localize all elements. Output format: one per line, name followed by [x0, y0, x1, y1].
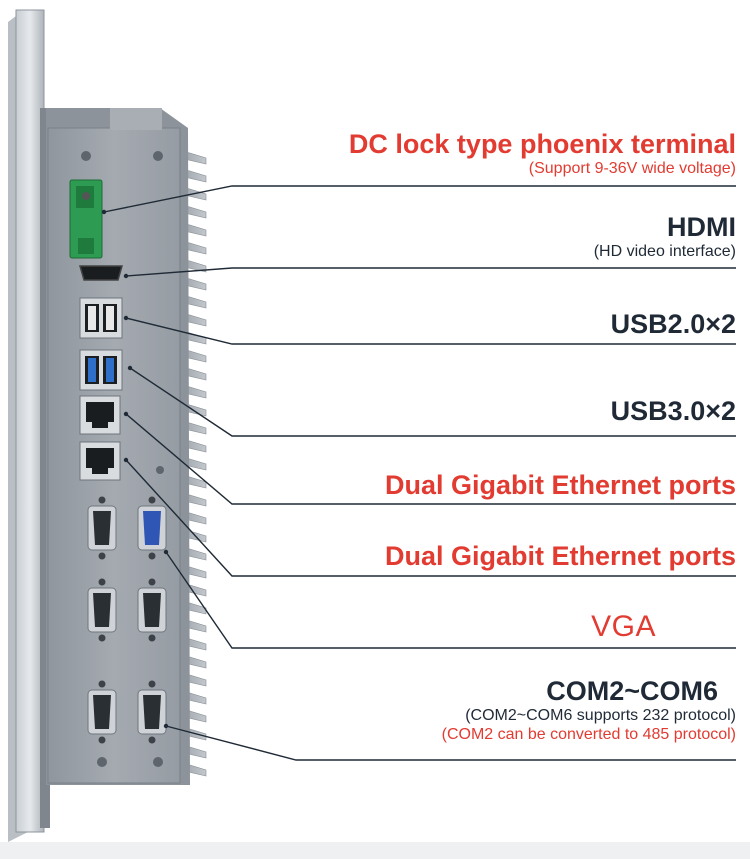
com-subtitle-1: (COM2~COM6 supports 232 protocol) [465, 707, 736, 724]
leader-line-4 [129, 367, 736, 437]
leader-dot [127, 365, 133, 371]
leader-dot [123, 273, 129, 279]
leader-dot [123, 315, 129, 321]
leader-line-1 [103, 185, 736, 213]
label-ethernet-2: Dual Gigabit Ethernet ports [385, 543, 736, 570]
com-title: COM2~COM6 [546, 676, 718, 706]
phoenix-terminal-connector [69, 179, 103, 259]
usb2-title: USB2.0×2 [610, 309, 736, 339]
leader-line-8 [165, 725, 736, 761]
usb2-ports [79, 297, 123, 339]
leader-line-7 [165, 551, 736, 649]
com-port-mid-left [87, 578, 117, 642]
usb3-ports [79, 349, 123, 391]
com-port-bottom-left [87, 680, 117, 744]
leader-line-2 [125, 267, 736, 277]
vga-title: VGA [591, 610, 656, 643]
serial-and-vga-connectors [87, 496, 167, 744]
leader-lines [101, 185, 736, 761]
label-vga: VGA [591, 612, 656, 642]
label-com: COM2~COM6 (COM2~COM6 supports 232 protoc… [442, 678, 736, 743]
leader-dot [163, 723, 169, 729]
label-usb2: USB2.0×2 [611, 311, 736, 338]
dc-terminal-subtitle: (Support 9-36V wide voltage) [528, 160, 736, 177]
leader-line-3 [125, 317, 736, 345]
ethernet-port-2 [79, 441, 121, 481]
label-usb3: USB3.0×2 [611, 398, 736, 425]
ethernet-2-title: Dual Gigabit Ethernet ports [384, 541, 736, 571]
dc-terminal-title: DC lock type phoenix terminal [348, 129, 736, 159]
leader-line-6 [125, 459, 736, 577]
com-subtitle-2: (COM2 can be converted to 485 protocol) [441, 726, 736, 743]
leader-line-5 [125, 413, 736, 505]
hdmi-port [79, 265, 123, 281]
hdmi-title: HDMI [667, 212, 736, 242]
ethernet-1-title: Dual Gigabit Ethernet ports [384, 470, 736, 500]
leader-dot [123, 457, 129, 463]
usb3-title: USB3.0×2 [610, 396, 736, 426]
leader-dot [101, 209, 107, 215]
vga-port [137, 496, 167, 560]
com-port-bottom-right [137, 680, 167, 744]
front-bezel [8, 9, 50, 842]
label-hdmi: HDMI (HD video interface) [594, 214, 736, 260]
leader-dot [123, 411, 129, 417]
ethernet-port-1 [79, 395, 121, 435]
floor-reflection [0, 842, 750, 859]
com-port-mid-right [137, 578, 167, 642]
label-ethernet-1: Dual Gigabit Ethernet ports [385, 472, 736, 499]
panel-screws [81, 151, 164, 767]
label-dc-terminal: DC lock type phoenix terminal (Support 9… [349, 131, 736, 177]
hdmi-subtitle: (HD video interface) [593, 243, 736, 260]
leader-dot [163, 549, 169, 555]
com-port-top [87, 496, 117, 560]
